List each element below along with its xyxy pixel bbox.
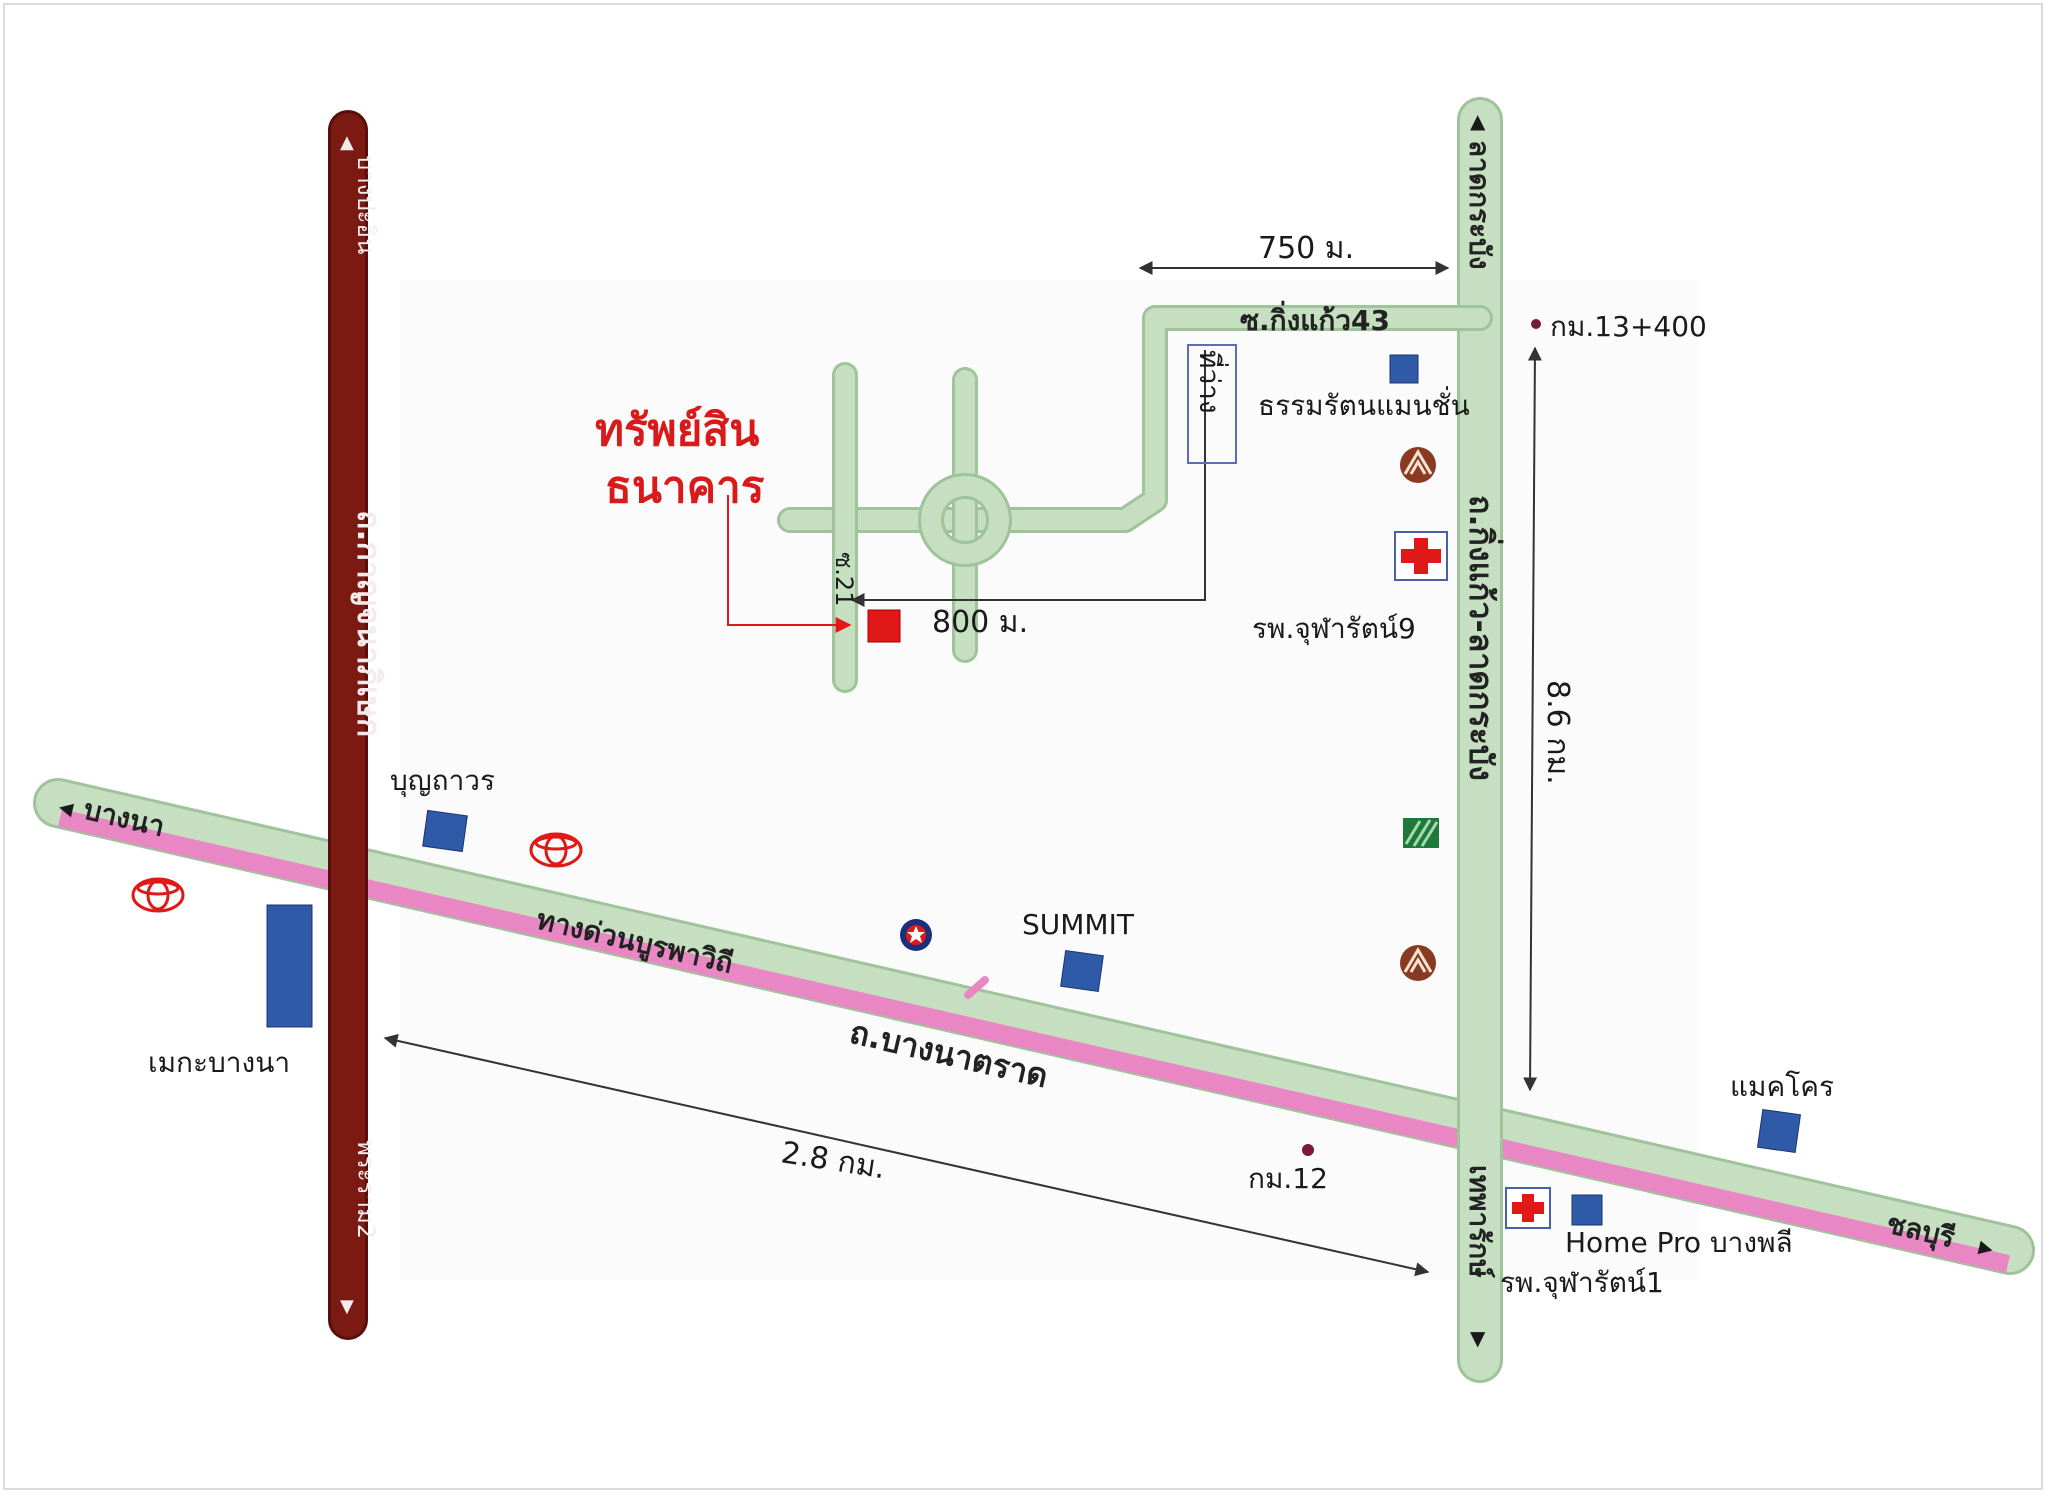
distance-arrows [383,261,1542,1277]
kanchanaphisek-road-label: ถ.กาญจนาภิเษก [350,510,388,737]
soi-21: ซ.21 [830,552,858,606]
property-title-2: ธนาคาร [605,462,765,513]
vacant-land-box [1187,344,1237,464]
boonthavorn-building [422,809,468,853]
homepro-building [1571,1194,1603,1226]
thammarat-building [1389,354,1419,384]
kingkaew-road-label: ถ.กิ่งแก้ว-ลาดกระบัง [1462,495,1504,781]
km12-label: กม.12 [1248,1162,1328,1195]
toyota-logo-icon [529,832,583,868]
mega-bangna-label: เมกะบางนา [148,1046,290,1079]
bank-logo-icon [1400,945,1436,981]
makro-label: แมคโคร [1730,1070,1834,1103]
km13-label: กม.13+400 [1550,310,1707,343]
vacant-land-label: ที่ว่าง [1193,350,1229,414]
homepro-label: Home Pro บางพลี [1565,1226,1793,1259]
down-arrow-glyph: ▼ [340,1296,354,1317]
theparak-direction: เทพารักษ์ [1463,1165,1496,1278]
property-title-1: ทรัพย์สิน [595,405,759,456]
thammarat-label: ธรรมรัตนแมนชั่น [1258,386,1470,422]
hospital9-label: รพ.จุฬารัตน์9 [1252,612,1416,646]
summit-building [1060,949,1104,993]
star-logo-icon [900,919,932,951]
hospital-cross-icon [1394,531,1448,581]
toyota-logo-icon [131,877,185,913]
distance-750: 750 ม. [1258,231,1354,266]
bangpain-direction: บางปะอิน [352,155,380,254]
down-arrow-glyph: ▼ [1470,1326,1486,1350]
hospital1-label: รพ.จุฬารัตน์1 [1500,1266,1664,1300]
property-pointer [727,495,852,633]
green-logo-icon [1403,818,1439,848]
property-marker [867,609,901,643]
soi-kingkaew-43: ซ.กิ่งแก้ว43 [1240,300,1390,337]
makro-building [1756,1108,1802,1154]
boonthavorn-label: บุญถาวร [390,764,495,798]
up-arrow-glyph: ▲ [340,132,354,153]
up-arrow-glyph: ▲ [1470,109,1486,133]
km-marker-icon [1531,319,1541,329]
rama2-direction: พระราม2 [352,1140,380,1239]
right-arrow-glyph: ▶ [1977,1236,1995,1260]
bank-logo-icon [1400,447,1436,483]
summit-label: SUMMIT [1022,908,1135,941]
distance-8-6: 8.6 กม. [1540,680,1575,785]
left-arrow-glyph: ◀ [57,796,75,820]
distance-800: 800 ม. [932,605,1028,640]
mega-bangna-building [266,904,313,1028]
hospital-cross-icon [1505,1187,1551,1229]
km-marker-icon [1302,1144,1314,1156]
latkrabang-direction: ลาดกระบัง [1463,140,1496,270]
